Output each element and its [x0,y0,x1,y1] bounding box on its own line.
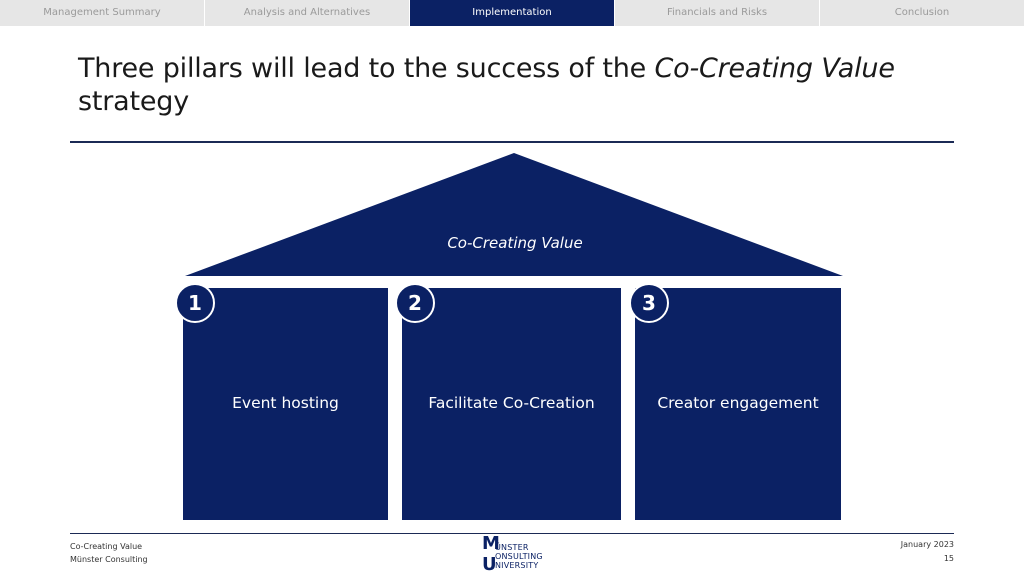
page-number: 15 [943,554,954,563]
pillar-1-label: Event hosting [232,394,339,412]
tab-analysis-and-alternatives[interactable]: Analysis and Alternatives [205,0,410,26]
title-emphasis: Co-Creating Value [654,53,895,84]
tab-implementation[interactable]: Implementation [410,0,615,26]
pillar-3: Creator engagement [635,288,841,520]
logo-line-3: NIVERSITY [495,561,539,570]
pillar-3-number-badge: 3 [629,283,669,323]
university-logo: M U ÜNSTER ONSULTING NIVERSITY [482,534,544,576]
roof-triangle [185,153,843,276]
footer-company-name: Münster Consulting [70,555,148,564]
slide-title: Three pillars will lead to the success o… [78,52,958,118]
pillar-2: Facilitate Co-Creation [402,288,621,520]
pillar-2-number-badge: 2 [395,283,435,323]
footer-right: January 2023 15 [901,538,954,566]
logo-letter-m: M [482,533,500,554]
logo-letter-u: U [482,554,497,575]
pillar-1: Event hosting [183,288,388,520]
footer-project-name: Co-Creating Value [70,542,143,551]
footer-left: Co-Creating Value Münster Consulting [70,540,148,566]
roof-label: Co-Creating Value [447,234,583,252]
title-suffix: strategy [78,86,190,117]
tab-conclusion[interactable]: Conclusion [820,0,1024,26]
footer-divider [70,533,954,534]
section-nav: Management Summary Analysis and Alternat… [0,0,1024,26]
pillar-3-label: Creator engagement [657,394,819,412]
tab-financials-and-risks[interactable]: Financials and Risks [615,0,820,26]
logo-line-1: ÜNSTER [495,543,529,552]
pillar-2-label: Facilitate Co-Creation [428,394,595,412]
title-divider [70,141,954,143]
tab-management-summary[interactable]: Management Summary [0,0,205,26]
pillar-1-number-badge: 1 [175,283,215,323]
footer-date: January 2023 [900,540,954,549]
title-prefix: Three pillars will lead to the success o… [78,53,655,84]
logo-line-2: ONSULTING [495,552,543,561]
